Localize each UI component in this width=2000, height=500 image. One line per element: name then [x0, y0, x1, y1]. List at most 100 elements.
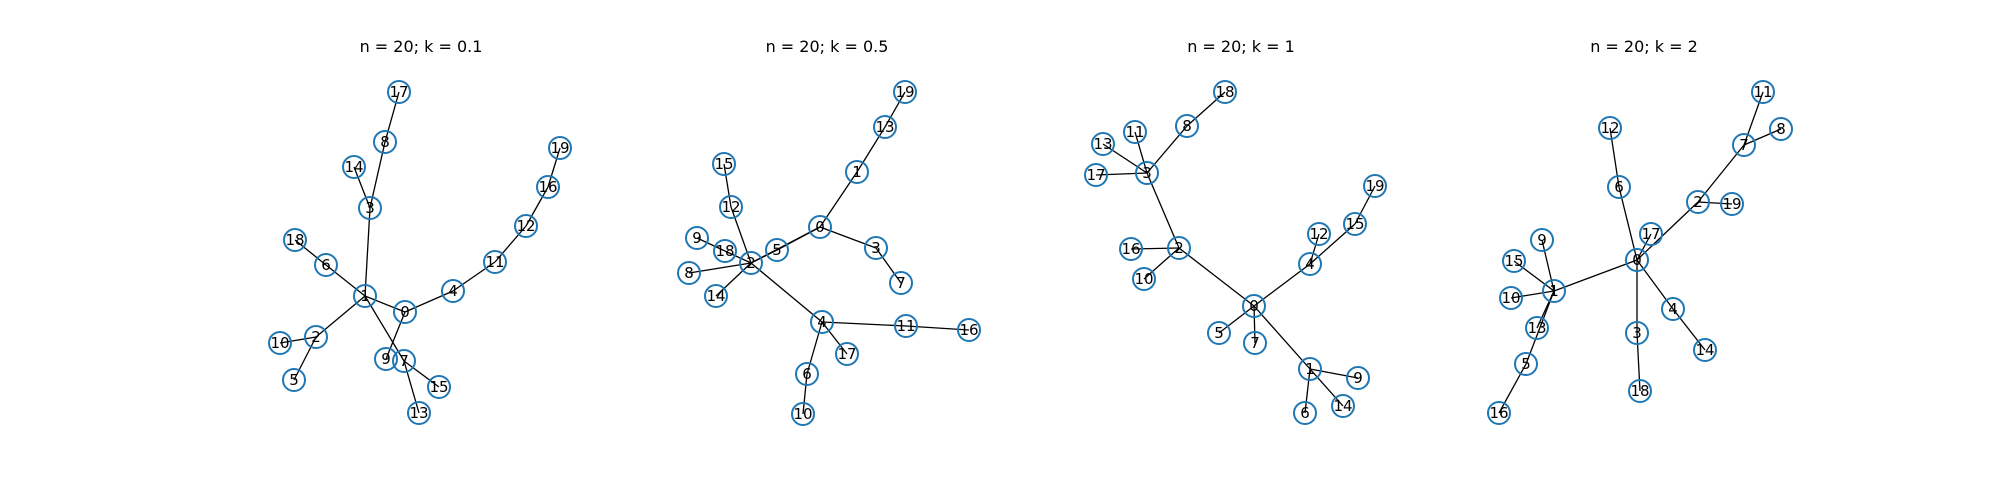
edge-2-14: [715, 262, 752, 297]
edge-3-14: [353, 166, 371, 209]
node-2: 2: [739, 251, 763, 275]
node-18: 18: [283, 228, 307, 252]
node-label: 10: [793, 405, 812, 423]
edge-2-4: [750, 262, 823, 323]
node-label: 7: [1250, 334, 1260, 352]
node-circle: [392, 349, 416, 373]
node-circle: [1123, 120, 1147, 144]
edge-3-18: [1636, 332, 1641, 392]
node-circle: [1769, 117, 1793, 141]
node-11: 11: [894, 314, 918, 338]
node-1: 1: [353, 284, 377, 308]
node-circle: [791, 402, 815, 426]
node-3: 3: [864, 236, 888, 260]
node-label: 13: [1527, 319, 1546, 337]
node-0: 0: [1242, 294, 1266, 318]
node-label: 17: [1641, 225, 1660, 243]
node-label: 1: [360, 287, 370, 305]
node-label: 4: [1305, 255, 1315, 273]
node-label: 5: [1214, 324, 1224, 342]
node-circle: [712, 152, 736, 176]
edge-0-2: [1636, 201, 1699, 261]
node-label: 2: [1174, 239, 1184, 257]
edge-2-5: [293, 336, 317, 381]
node-2: 2: [1686, 190, 1710, 214]
edge-0-6: [1618, 186, 1638, 261]
node-7: 7: [1243, 331, 1267, 355]
node-circle: [1499, 286, 1523, 310]
node-label: 15: [714, 155, 733, 173]
node-label: 17: [837, 345, 856, 363]
edge-2-3: [1146, 172, 1180, 249]
edge-1-5: [1525, 290, 1555, 365]
node-label: 4: [1668, 300, 1678, 318]
node-label: 3: [1142, 164, 1152, 182]
node-label: 0: [815, 218, 825, 236]
node-circle: [835, 342, 859, 366]
node-circle: [1343, 212, 1367, 236]
node-label: 13: [875, 118, 894, 136]
node-10: 10: [1499, 286, 1523, 310]
node-14: 14: [704, 284, 728, 308]
node-label: 13: [409, 404, 428, 422]
node-16: 16: [1119, 237, 1143, 261]
node-15: 15: [1343, 212, 1367, 236]
node-16: 16: [536, 175, 560, 199]
edge-0-1: [364, 295, 406, 313]
node-label: 7: [1739, 136, 1749, 154]
graph-panel-3: n = 20; k = 2012345678910111213141516171…: [1487, 37, 1793, 425]
edge-8-18: [1186, 91, 1226, 127]
node-3: 3: [358, 196, 382, 220]
node-label: 18: [1630, 382, 1649, 400]
edge-3-11: [1134, 131, 1148, 174]
edge-9-18: [696, 237, 726, 252]
edge-0-1: [1253, 305, 1311, 370]
node-circle: [483, 250, 507, 274]
node-17: 17: [1639, 222, 1663, 246]
graph-panel-1: n = 20; k = 0.50123456789101112131415161…: [677, 37, 981, 426]
node-9: 9: [374, 347, 398, 371]
edge-4-17: [821, 321, 848, 355]
edge-7-15: [403, 360, 440, 388]
node-circle: [808, 215, 832, 239]
node-circle: [1732, 133, 1756, 157]
node-label: 14: [1333, 397, 1352, 415]
node-circle: [1693, 338, 1717, 362]
node-label: 8: [1182, 117, 1192, 135]
node-circle: [1091, 132, 1115, 156]
node-circle: [407, 401, 431, 425]
node-label: 14: [706, 287, 725, 305]
node-circle: [1207, 321, 1231, 345]
node-circle: [1514, 352, 1538, 376]
node-label: 19: [1722, 195, 1741, 213]
node-circle: [864, 236, 888, 260]
edge-15-19: [1354, 185, 1376, 225]
edge-1-6: [325, 264, 366, 297]
node-label: 13: [1093, 135, 1112, 153]
node-15: 15: [1502, 249, 1526, 273]
panel-title: n = 20; k = 2: [1590, 37, 1698, 56]
node-label: 10: [270, 334, 289, 352]
node-18: 18: [1628, 379, 1652, 403]
edge-2-7: [1697, 144, 1745, 203]
node-circle: [353, 284, 377, 308]
node-6: 6: [795, 362, 819, 386]
node-label: 5: [772, 241, 782, 259]
node-circle: [1298, 252, 1322, 276]
node-17: 17: [835, 342, 859, 366]
node-label: 18: [285, 231, 304, 249]
node-5: 5: [282, 368, 306, 392]
edge-7-11: [1743, 91, 1764, 146]
node-circle: [845, 160, 869, 184]
node-9: 9: [1530, 228, 1554, 252]
node-label: 8: [684, 264, 694, 282]
edge-5-16: [1498, 363, 1527, 414]
node-9: 9: [1346, 366, 1370, 390]
edge-2-10: [279, 336, 317, 344]
edge-7-8: [1743, 128, 1782, 146]
node-label: 12: [516, 217, 535, 235]
edge-1-13: [856, 126, 886, 173]
node-circle: [342, 155, 366, 179]
node-label: 16: [1121, 240, 1140, 258]
node-circle: [548, 136, 572, 160]
